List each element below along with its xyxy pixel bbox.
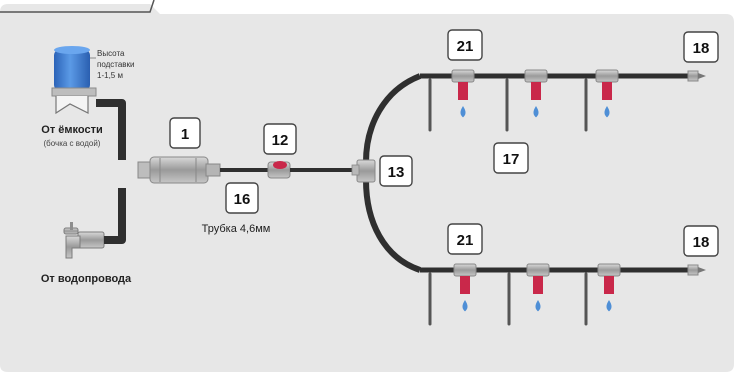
- upper-dropper-3: [595, 69, 619, 118]
- tee-connector: [356, 159, 376, 183]
- tank-label: От ёмкости: [41, 124, 102, 136]
- tag-dropper-top-text: 21: [457, 38, 474, 55]
- tag-tee-text: 13: [388, 164, 405, 181]
- valve-component: [267, 161, 291, 179]
- tap-label: От водопровода: [41, 273, 132, 285]
- water-tap-icon: [63, 222, 105, 259]
- upper-stakes: [428, 78, 588, 132]
- tag-end-bottom: 18: [683, 225, 719, 257]
- tag-filter: 1: [169, 117, 201, 149]
- tag-valve: 12: [263, 123, 297, 155]
- upper-end-plug: [687, 70, 706, 82]
- height-note-line-2: подставки: [97, 60, 135, 69]
- lower-stakes: [428, 272, 588, 326]
- tag-stake: 17: [493, 142, 529, 174]
- tap-hose: [104, 188, 126, 244]
- tag-dropper-bottom-text: 21: [457, 232, 474, 249]
- filter-component: [137, 156, 221, 184]
- lower-dropper-1: [453, 263, 477, 312]
- tag-stake-text: 17: [503, 151, 520, 168]
- upper-branch-curve: [363, 73, 422, 163]
- tag-tube-text: 16: [234, 191, 251, 208]
- tank-sublabel: (бочка с водой): [44, 139, 101, 148]
- upper-dropper-1: [451, 69, 475, 118]
- tag-tube: 16: [225, 182, 259, 214]
- lower-dropper-2: [526, 263, 550, 312]
- water-tank: [51, 46, 97, 115]
- top-tab-outline: [0, 0, 155, 13]
- tag-end-bottom-text: 18: [693, 234, 710, 251]
- tag-end-top: 18: [683, 31, 719, 63]
- height-note-line-1: Высота: [97, 49, 125, 58]
- tag-filter-text: 1: [181, 126, 189, 143]
- tag-dropper-top: 21: [447, 29, 483, 61]
- height-note-line-3: 1-1,5 м: [97, 71, 123, 80]
- tag-valve-text: 12: [272, 132, 289, 149]
- tag-tee: 13: [379, 155, 413, 187]
- tube-label: Трубка 4,6мм: [202, 223, 271, 235]
- tee-inlet: [351, 164, 360, 176]
- tag-end-top-text: 18: [693, 40, 710, 57]
- lower-dropper-3: [597, 263, 621, 312]
- lower-end-plug: [687, 264, 706, 276]
- tag-dropper-bottom: 21: [447, 223, 483, 255]
- lower-branch-curve: [363, 179, 422, 273]
- upper-dropper-2: [524, 69, 548, 118]
- tank-hose: [96, 99, 126, 160]
